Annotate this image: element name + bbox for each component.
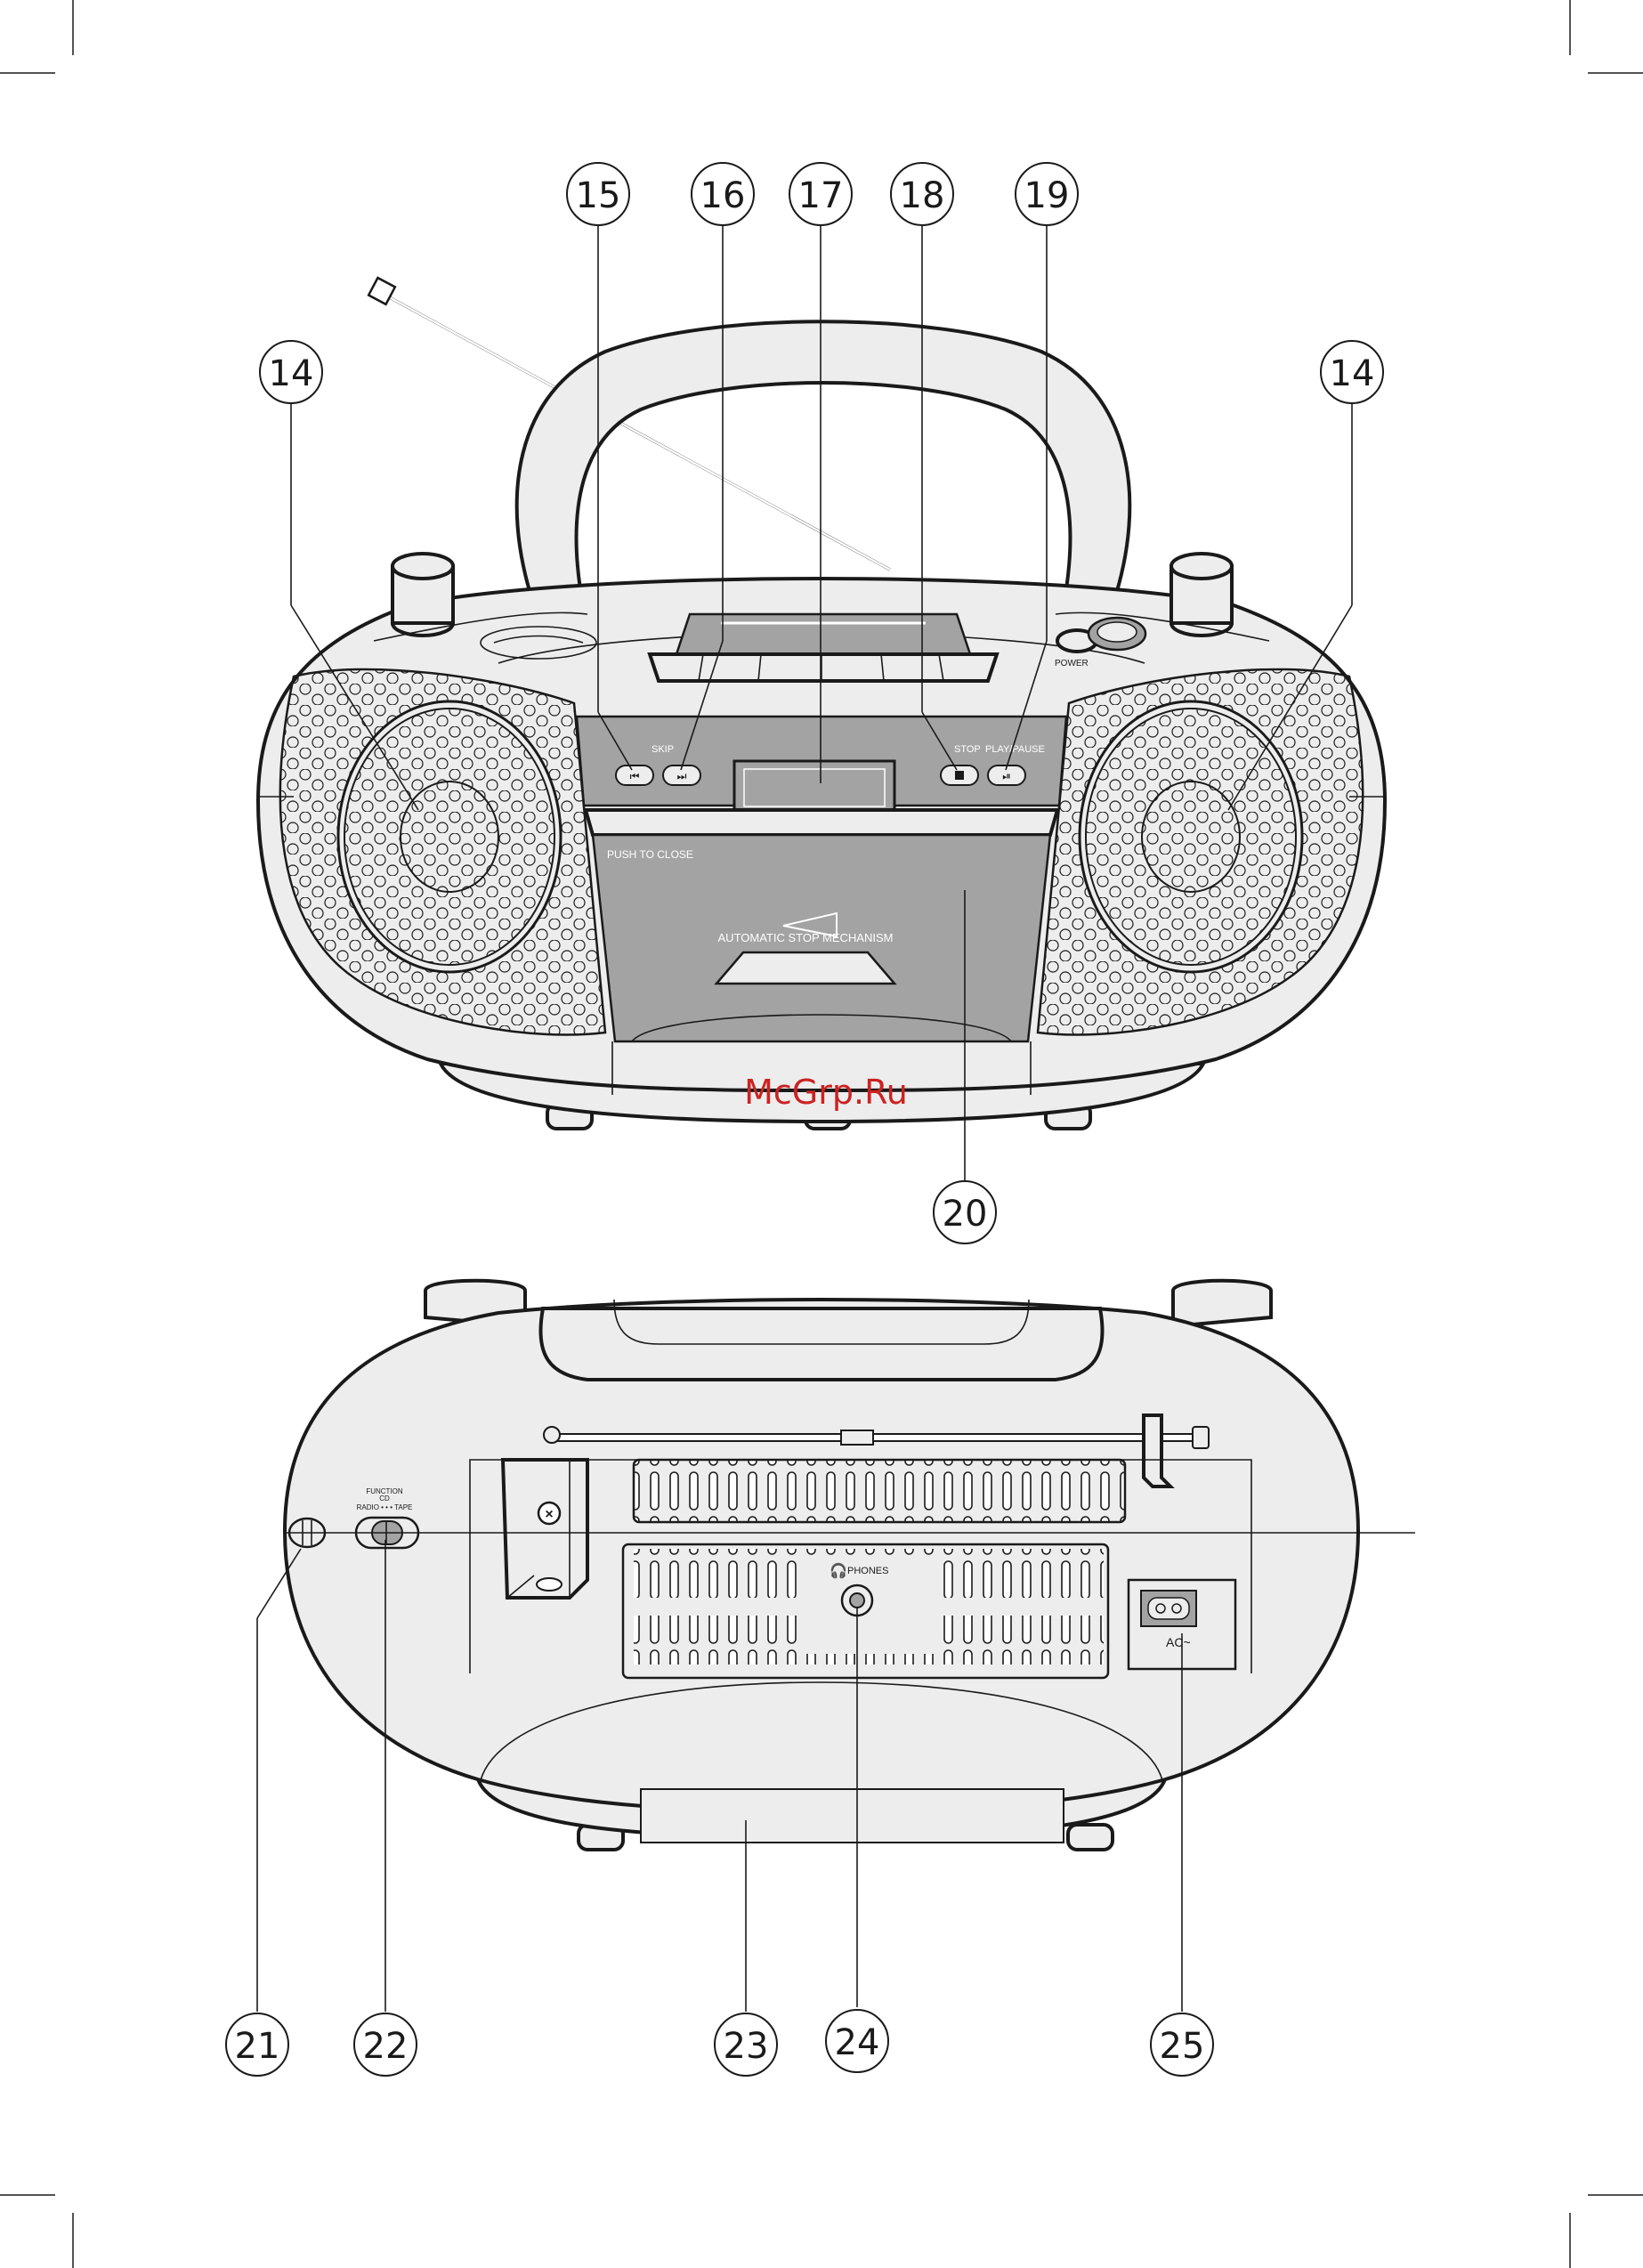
power-label: POWER bbox=[1055, 659, 1089, 668]
svg-text:15: 15 bbox=[576, 175, 621, 216]
callout-14-left: 14 bbox=[260, 341, 322, 403]
play-pause-label: PLAY/PAUSE bbox=[985, 744, 1045, 755]
svg-text:21: 21 bbox=[235, 2026, 280, 2067]
svg-text:⏭: ⏭ bbox=[677, 770, 687, 782]
callout-22: 22 bbox=[354, 2013, 417, 2076]
svg-text:14: 14 bbox=[269, 353, 314, 394]
callout-14-right: 14 bbox=[1321, 341, 1383, 403]
callout-17: 17 bbox=[789, 163, 852, 225]
stop-label: STOP bbox=[954, 744, 981, 755]
carry-handle bbox=[517, 321, 1130, 605]
svg-text:18: 18 bbox=[900, 175, 945, 216]
callout-18: 18 bbox=[891, 163, 953, 225]
svg-text:23: 23 bbox=[724, 2026, 769, 2067]
callout-15: 15 bbox=[567, 163, 629, 225]
callout-19: 19 bbox=[1016, 163, 1078, 225]
antenna-bracket: × bbox=[503, 1460, 587, 1598]
cd-lid[interactable] bbox=[650, 614, 997, 681]
callout-24: 24 bbox=[826, 2010, 888, 2072]
phones-label: PHONES bbox=[847, 1566, 888, 1576]
svg-text:17: 17 bbox=[798, 175, 844, 216]
svg-text:16: 16 bbox=[700, 175, 746, 216]
svg-text:20: 20 bbox=[943, 1194, 988, 1235]
callout-16: 16 bbox=[692, 163, 754, 225]
callout-25: 25 bbox=[1151, 2013, 1213, 2076]
tuning-knob[interactable] bbox=[393, 554, 453, 636]
upper-vent bbox=[634, 1460, 1125, 1522]
svg-text:⏮: ⏮ bbox=[630, 770, 640, 782]
cd-label: CD bbox=[379, 1494, 390, 1503]
push-to-close-label: PUSH TO CLOSE bbox=[607, 848, 693, 861]
svg-text:14: 14 bbox=[1330, 353, 1375, 394]
callout-21: 21 bbox=[226, 2013, 288, 2076]
front-view: POWER SKIP ⏮ ⏭ bbox=[258, 278, 1385, 1129]
rear-view: × 🎧 PHONES AC~ bbox=[285, 1281, 1415, 1850]
svg-text:×: × bbox=[545, 1507, 553, 1522]
svg-text:⏯: ⏯ bbox=[1002, 770, 1011, 782]
watermark: McGrp.Ru bbox=[744, 1073, 908, 1112]
callout-23: 23 bbox=[715, 2013, 777, 2076]
svg-text:25: 25 bbox=[1160, 2026, 1205, 2067]
battery-compartment[interactable] bbox=[641, 1789, 1064, 1843]
skip-back-button[interactable]: ⏮ bbox=[616, 765, 653, 785]
radio-tape-label: RADIO • • • TAPE bbox=[357, 1503, 413, 1511]
svg-text:19: 19 bbox=[1024, 175, 1070, 216]
skip-label: SKIP bbox=[652, 744, 674, 755]
headphone-icon: 🎧 bbox=[830, 1562, 847, 1579]
ac-label: AC~ bbox=[1166, 1635, 1191, 1649]
callout-20: 20 bbox=[934, 1181, 996, 1243]
control-panel: SKIP ⏮ ⏭ STOP PLAY/PAUSE ⏯ bbox=[577, 717, 1066, 814]
stop-button[interactable] bbox=[941, 765, 978, 785]
automatic-stop-label: AUTOMATIC STOP MECHANISM bbox=[718, 931, 894, 944]
svg-text:24: 24 bbox=[835, 2022, 880, 2063]
cassette-door[interactable]: PUSH TO CLOSE AUTOMATIC STOP MECHANISM bbox=[586, 810, 1057, 1041]
svg-text:22: 22 bbox=[363, 2026, 409, 2067]
